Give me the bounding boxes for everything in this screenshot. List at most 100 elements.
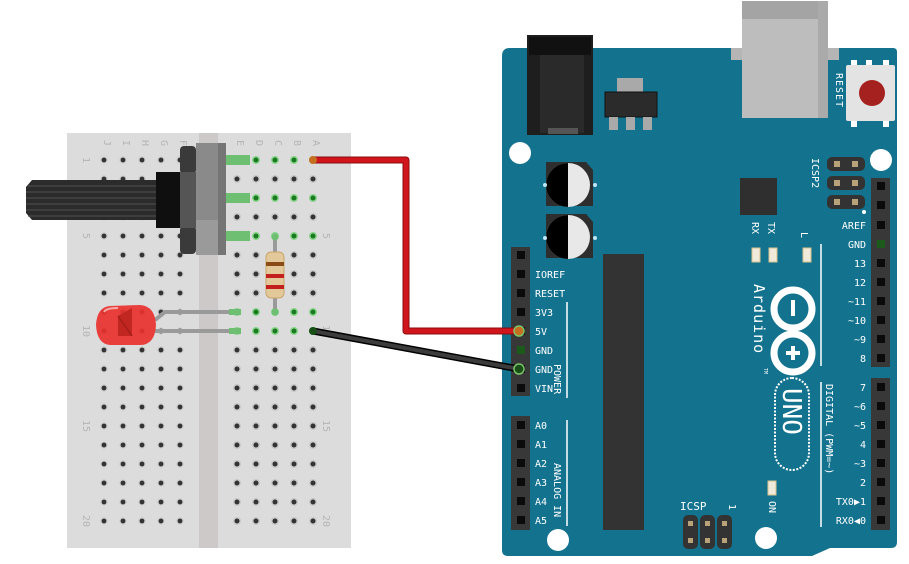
header-pin[interactable]	[877, 182, 885, 190]
breadboard-hole[interactable]	[101, 347, 107, 353]
breadboard-hole[interactable]	[310, 442, 316, 448]
breadboard-hole[interactable]	[310, 252, 316, 258]
breadboard-hole[interactable]	[101, 404, 107, 410]
breadboard-hole[interactable]	[291, 195, 297, 201]
breadboard-hole[interactable]	[101, 366, 107, 372]
breadboard-hole[interactable]	[272, 423, 278, 429]
breadboard-hole[interactable]	[310, 271, 316, 277]
breadboard-hole[interactable]	[310, 404, 316, 410]
breadboard-hole[interactable]	[234, 271, 240, 277]
potentiometer[interactable]	[26, 143, 250, 255]
header-pin[interactable]	[877, 354, 885, 362]
breadboard-hole[interactable]	[253, 423, 259, 429]
breadboard-hole[interactable]	[272, 176, 278, 182]
breadboard-hole[interactable]	[272, 499, 278, 505]
breadboard-hole[interactable]	[177, 518, 183, 524]
breadboard-hole[interactable]	[291, 347, 297, 353]
breadboard-hole[interactable]	[291, 252, 297, 258]
header-pin[interactable]	[517, 308, 525, 316]
breadboard-hole[interactable]	[139, 518, 145, 524]
breadboard-hole[interactable]	[291, 176, 297, 182]
breadboard-hole[interactable]	[120, 423, 126, 429]
breadboard-hole[interactable]	[234, 461, 240, 467]
header-pin[interactable]	[877, 497, 885, 505]
breadboard-hole[interactable]	[139, 385, 145, 391]
breadboard-hole[interactable]	[101, 518, 107, 524]
breadboard-hole[interactable]	[310, 309, 316, 315]
breadboard-hole[interactable]	[177, 290, 183, 296]
breadboard-hole[interactable]	[177, 366, 183, 372]
header-pin[interactable]	[517, 251, 525, 259]
breadboard-hole[interactable]	[177, 480, 183, 486]
breadboard-hole[interactable]	[177, 423, 183, 429]
breadboard-hole[interactable]	[234, 347, 240, 353]
breadboard-hole[interactable]	[253, 366, 259, 372]
breadboard-hole[interactable]	[158, 442, 164, 448]
breadboard-hole[interactable]	[291, 423, 297, 429]
breadboard-hole[interactable]	[158, 366, 164, 372]
breadboard-hole[interactable]	[139, 366, 145, 372]
breadboard-hole[interactable]	[234, 214, 240, 220]
breadboard-hole[interactable]	[177, 499, 183, 505]
breadboard-hole[interactable]	[234, 290, 240, 296]
breadboard-hole[interactable]	[120, 461, 126, 467]
breadboard-hole[interactable]	[101, 499, 107, 505]
breadboard-hole[interactable]	[101, 271, 107, 277]
breadboard-hole[interactable]	[120, 385, 126, 391]
breadboard-hole[interactable]	[310, 195, 316, 201]
breadboard-hole[interactable]	[177, 442, 183, 448]
breadboard-hole[interactable]	[234, 499, 240, 505]
breadboard-hole[interactable]	[120, 233, 126, 239]
breadboard-hole[interactable]	[120, 518, 126, 524]
breadboard-hole[interactable]	[139, 157, 145, 163]
breadboard-hole[interactable]	[272, 195, 278, 201]
header-pin[interactable]	[517, 516, 525, 524]
breadboard-hole[interactable]	[253, 385, 259, 391]
header-pin[interactable]	[877, 383, 885, 391]
header-pin[interactable]	[877, 516, 885, 524]
breadboard-hole[interactable]	[291, 309, 297, 315]
breadboard-hole[interactable]	[310, 366, 316, 372]
breadboard-hole[interactable]	[291, 290, 297, 296]
breadboard-hole[interactable]	[158, 252, 164, 258]
breadboard-hole[interactable]	[101, 480, 107, 486]
breadboard-hole[interactable]	[158, 157, 164, 163]
breadboard-hole[interactable]	[139, 461, 145, 467]
breadboard-hole[interactable]	[310, 499, 316, 505]
breadboard-hole[interactable]	[310, 518, 316, 524]
breadboard-hole[interactable]	[253, 499, 259, 505]
breadboard-hole[interactable]	[272, 385, 278, 391]
breadboard-hole[interactable]	[291, 328, 297, 334]
breadboard-hole[interactable]	[177, 404, 183, 410]
breadboard-hole[interactable]	[139, 404, 145, 410]
header-pin[interactable]	[877, 240, 885, 248]
breadboard-hole[interactable]	[158, 347, 164, 353]
header-pin[interactable]	[517, 421, 525, 429]
header-pin[interactable]	[877, 221, 885, 229]
breadboard-hole[interactable]	[139, 423, 145, 429]
breadboard-hole[interactable]	[139, 290, 145, 296]
breadboard-hole[interactable]	[120, 252, 126, 258]
breadboard-hole[interactable]	[253, 195, 259, 201]
breadboard-hole[interactable]	[177, 347, 183, 353]
breadboard-hole[interactable]	[101, 157, 107, 163]
breadboard-hole[interactable]	[139, 347, 145, 353]
breadboard-hole[interactable]	[310, 423, 316, 429]
breadboard-hole[interactable]	[310, 480, 316, 486]
breadboard-hole[interactable]	[234, 423, 240, 429]
breadboard-hole[interactable]	[158, 461, 164, 467]
breadboard-hole[interactable]	[253, 271, 259, 277]
header-pin[interactable]	[517, 289, 525, 297]
breadboard-hole[interactable]	[120, 157, 126, 163]
breadboard-hole[interactable]	[291, 157, 297, 163]
breadboard-hole[interactable]	[177, 461, 183, 467]
breadboard-hole[interactable]	[291, 404, 297, 410]
breadboard-hole[interactable]	[272, 404, 278, 410]
breadboard-hole[interactable]	[310, 385, 316, 391]
header-pin[interactable]	[517, 270, 525, 278]
breadboard-hole[interactable]	[253, 176, 259, 182]
breadboard-hole[interactable]	[291, 480, 297, 486]
breadboard-hole[interactable]	[253, 252, 259, 258]
breadboard-hole[interactable]	[158, 480, 164, 486]
breadboard-hole[interactable]	[310, 461, 316, 467]
